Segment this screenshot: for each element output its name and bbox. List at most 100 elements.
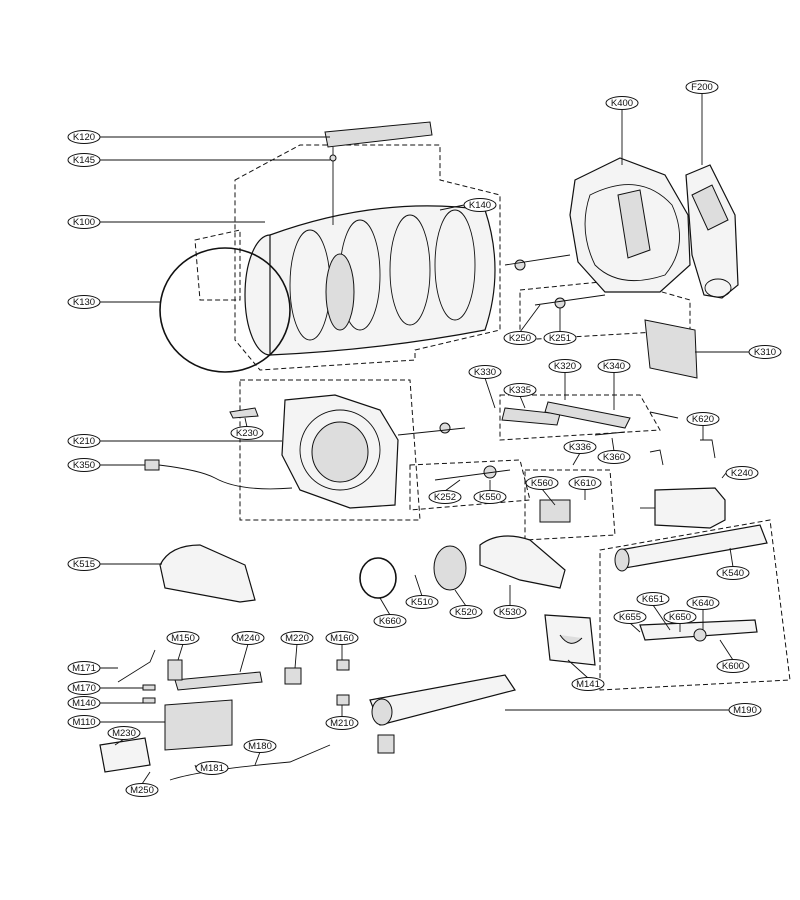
label-bubble: [67, 557, 101, 571]
leader-line: [729, 547, 734, 568]
part-label-k400: K400: [605, 96, 639, 165]
part-number: M190: [733, 705, 757, 716]
part-number: K100: [73, 217, 95, 228]
part-label-m110: M110: [67, 715, 165, 729]
part-lint-filter: [644, 319, 698, 379]
part-number: M171: [72, 663, 96, 674]
part-label-k520: K520: [449, 589, 483, 619]
label-bubble: [663, 610, 697, 624]
leader-line: [114, 738, 125, 746]
part-label-k510-b: K510: [405, 574, 439, 609]
label-bubble: [325, 716, 359, 730]
label-bubble: [67, 153, 101, 167]
part-number: K530: [499, 607, 521, 618]
label-bubble: [67, 696, 101, 710]
part-label-k655: K655: [613, 610, 647, 633]
label-bubble: [748, 345, 782, 359]
leader-line: [239, 643, 249, 673]
part-number: K650: [669, 612, 691, 623]
part-number: M240: [236, 633, 260, 644]
label-bubble: [67, 215, 101, 229]
part-number: K360: [603, 452, 625, 463]
label-bubble: [166, 631, 200, 645]
leader-line: [141, 771, 151, 785]
label-bubble: [280, 631, 314, 645]
part-number: K145: [73, 155, 95, 166]
part-number: K230: [236, 428, 258, 439]
label-bubble: [728, 703, 762, 717]
part-number: M180: [248, 741, 272, 752]
part-label-k330: K330: [468, 365, 502, 409]
label-bubble: [449, 605, 483, 619]
label-bubble: [67, 130, 101, 144]
label-bubble: [195, 761, 229, 775]
part-label-k210: K210: [67, 434, 282, 448]
part-label-k600: K600: [716, 639, 750, 673]
leader-line: [629, 622, 641, 633]
part-label-k250: K250: [503, 304, 541, 345]
part-number: K400: [611, 98, 633, 109]
part-label-k515: K515: [67, 557, 162, 571]
label-bubble: [231, 631, 265, 645]
part-label-k320: K320: [548, 359, 582, 400]
label-bubble: [67, 681, 101, 695]
label-bubble: [605, 96, 639, 110]
part-number: K320: [554, 361, 576, 372]
leader-line: [719, 639, 734, 661]
leader-line: [254, 751, 261, 766]
label-bubble: [685, 80, 719, 94]
part-gas-valve-assembly: [99, 649, 331, 781]
part-label-k140: K140: [439, 198, 497, 212]
label-bubble: [373, 614, 407, 628]
part-number: M141: [576, 679, 600, 690]
part-label-k336: K336: [563, 440, 597, 466]
part-front-bulkhead: [281, 394, 399, 509]
leader-line: [721, 472, 727, 479]
part-label-k100: K100: [67, 215, 265, 229]
part-lifter: [324, 121, 433, 225]
label-bubble: [686, 412, 720, 426]
label-bubble: [428, 490, 462, 504]
leader-line: [439, 204, 465, 211]
part-label-m160: M160: [325, 631, 359, 660]
label-bubble: [107, 726, 141, 740]
part-rear-bulkhead: [569, 157, 691, 293]
label-bubble: [503, 383, 537, 397]
part-lint-filter-housing: [685, 164, 739, 299]
part-number: K250: [509, 333, 531, 344]
part-number: K210: [73, 436, 95, 447]
part-number: K350: [73, 460, 95, 471]
part-number: K550: [479, 492, 501, 503]
part-bracket-k230: [229, 407, 259, 419]
label-bubble: [473, 490, 507, 504]
leader-line: [541, 488, 556, 506]
label-bubble: [67, 458, 101, 472]
part-label-m181: M181: [194, 761, 229, 775]
part-number: K120: [73, 132, 95, 143]
part-number: F200: [691, 82, 713, 93]
part-label-m150: M150: [166, 631, 200, 661]
assembly-outlines: [194, 144, 791, 691]
part-label-k540: K540: [716, 547, 750, 580]
label-bubble: [468, 365, 502, 379]
part-label-k120: K120: [67, 130, 330, 144]
part-label-k610: K610: [568, 476, 602, 500]
part-number: K140: [469, 200, 491, 211]
part-number: M110: [72, 717, 95, 728]
part-number: K340: [603, 361, 625, 372]
part-motor: [640, 439, 726, 529]
leader-line: [177, 643, 184, 661]
part-number: M210: [330, 718, 354, 729]
part-label-m230: M230: [107, 726, 141, 746]
part-power-cord: [144, 459, 293, 490]
part-burner-tube: [284, 659, 516, 754]
leader-line: [294, 643, 298, 669]
part-label-m250: M250: [125, 771, 159, 797]
label-bubble: [125, 783, 159, 797]
part-blower-wheel-seal: [359, 557, 397, 599]
part-number: K640: [692, 598, 714, 609]
part-number: K240: [731, 468, 753, 479]
leader-line: [567, 659, 589, 679]
label-bubble: [503, 331, 537, 345]
